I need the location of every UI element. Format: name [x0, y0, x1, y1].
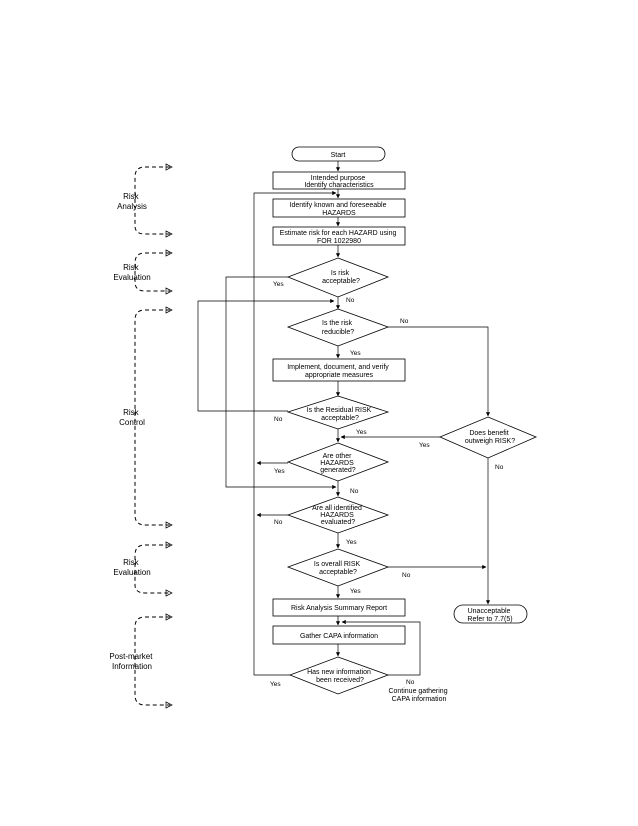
no-label: No	[402, 572, 411, 579]
residual-risk-decision: Is the Residual RISK acceptable?	[286, 395, 390, 430]
no-label: No	[406, 679, 415, 686]
summary-report-box: Risk Analysis Summary Report	[272, 598, 406, 617]
overall-risk-decision: Is overall RISK acceptable?	[286, 548, 390, 587]
yes-label: Yes	[350, 350, 361, 357]
no-label: No	[400, 318, 409, 325]
no-label: No	[346, 297, 355, 304]
svg-text:Unacceptable Refer to 7.: Unacceptable Refer to 7.7(5)	[467, 608, 512, 623]
estimate-risk-box: Estimate risk for each HAZARD using FOR …	[272, 226, 406, 246]
svg-text:Is the risk reducible?: Is the risk reducible?	[322, 320, 354, 336]
svg-text:Implement, document, and verif: Implement, document, and verify appropri…	[287, 364, 391, 379]
svg-text:Start: Start	[331, 152, 346, 159]
no-label: No	[274, 416, 283, 423]
svg-text:Are other HAZARDS: Are other HAZARDS generated?	[320, 453, 356, 474]
new-info-decision: Has new information been received?	[288, 656, 390, 695]
no-label: No	[495, 464, 504, 471]
phase-label-risk-evaluation-2: Risk Evaluation	[113, 558, 150, 577]
continue-gathering-label: Continue gathering CAPA information	[388, 688, 449, 703]
start-node: Start	[291, 146, 386, 162]
flow-connectors	[197, 161, 491, 676]
phase-bracket-risk-analysis	[134, 163, 173, 238]
is-risk-acceptable-decision: Is risk acceptable?	[286, 257, 390, 298]
svg-text:Is the Residual RISK acc: Is the Residual RISK acceptable?	[307, 407, 374, 422]
svg-text:Is risk acceptable?: Is risk acceptable?	[322, 270, 360, 285]
implement-measures-box: Implement, document, and verify appropri…	[272, 358, 406, 382]
phase-bracket-risk-control	[134, 306, 173, 529]
no-label: No	[274, 519, 283, 526]
no-label: No	[350, 488, 359, 495]
phase-label-post-market: Post-market Information	[109, 652, 154, 671]
gather-capa-box: Gather CAPA information	[272, 625, 406, 645]
svg-text:Gather CAPA information: Gather CAPA information	[300, 633, 378, 640]
all-evaluated-decision: Are all identified HAZARDS evaluated?	[286, 496, 390, 534]
is-risk-reducible-decision: Is the risk reducible?	[286, 308, 390, 347]
yes-label: Yes	[274, 468, 285, 475]
unacceptable-node: Unacceptable Refer to 7.7(5)	[453, 604, 528, 624]
other-hazards-decision: Are other HAZARDS generated?	[286, 442, 390, 482]
yes-label: Yes	[273, 281, 284, 288]
phase-label-risk-analysis: Risk Analysis	[117, 192, 147, 211]
svg-text:Is overall RISK acceptab: Is overall RISK acceptable?	[314, 561, 362, 576]
identify-hazards-box: Identify known and foreseeable HAZARDS	[272, 198, 406, 218]
phase-bracket-risk-evaluation-1	[134, 249, 173, 295]
svg-text:Are all identified HAZAR: Are all identified HAZARDS evaluated?	[312, 505, 364, 526]
yes-label: Yes	[350, 588, 361, 595]
phase-label-risk-evaluation-1: Risk Evaluation	[113, 263, 150, 282]
yes-label: Yes	[419, 442, 430, 449]
phase-bracket-post-market	[134, 613, 173, 709]
svg-text:Intended purpose Identif: Intended purpose Identify characteristic…	[304, 175, 374, 189]
intended-purpose-box: Intended purpose Identify characteristic…	[272, 171, 406, 190]
yes-label: Yes	[356, 429, 367, 436]
svg-text:Does benefit outweigh RI: Does benefit outweigh RISK?	[465, 430, 515, 445]
benefit-outweigh-decision: Does benefit outweigh RISK?	[438, 416, 538, 459]
svg-text:Estimate risk for each HAZARD: Estimate risk for each HAZARD using FOR …	[280, 230, 399, 245]
yes-label: Yes	[346, 539, 357, 546]
phase-label-risk-control: Risk Control	[119, 408, 145, 427]
svg-text:Has new information been: Has new information been received?	[307, 669, 373, 684]
yes-label: Yes	[270, 681, 281, 688]
branch-labels: Yes No No Yes No Yes Yes No Yes No No Ye…	[270, 281, 504, 688]
svg-text:Risk Analysis Summary Report: Risk Analysis Summary Report	[291, 605, 387, 612]
phase-bracket-risk-evaluation-2	[134, 541, 173, 597]
svg-text:Identify known and foreseeable: Identify known and foreseeable HAZARDS	[290, 202, 389, 217]
